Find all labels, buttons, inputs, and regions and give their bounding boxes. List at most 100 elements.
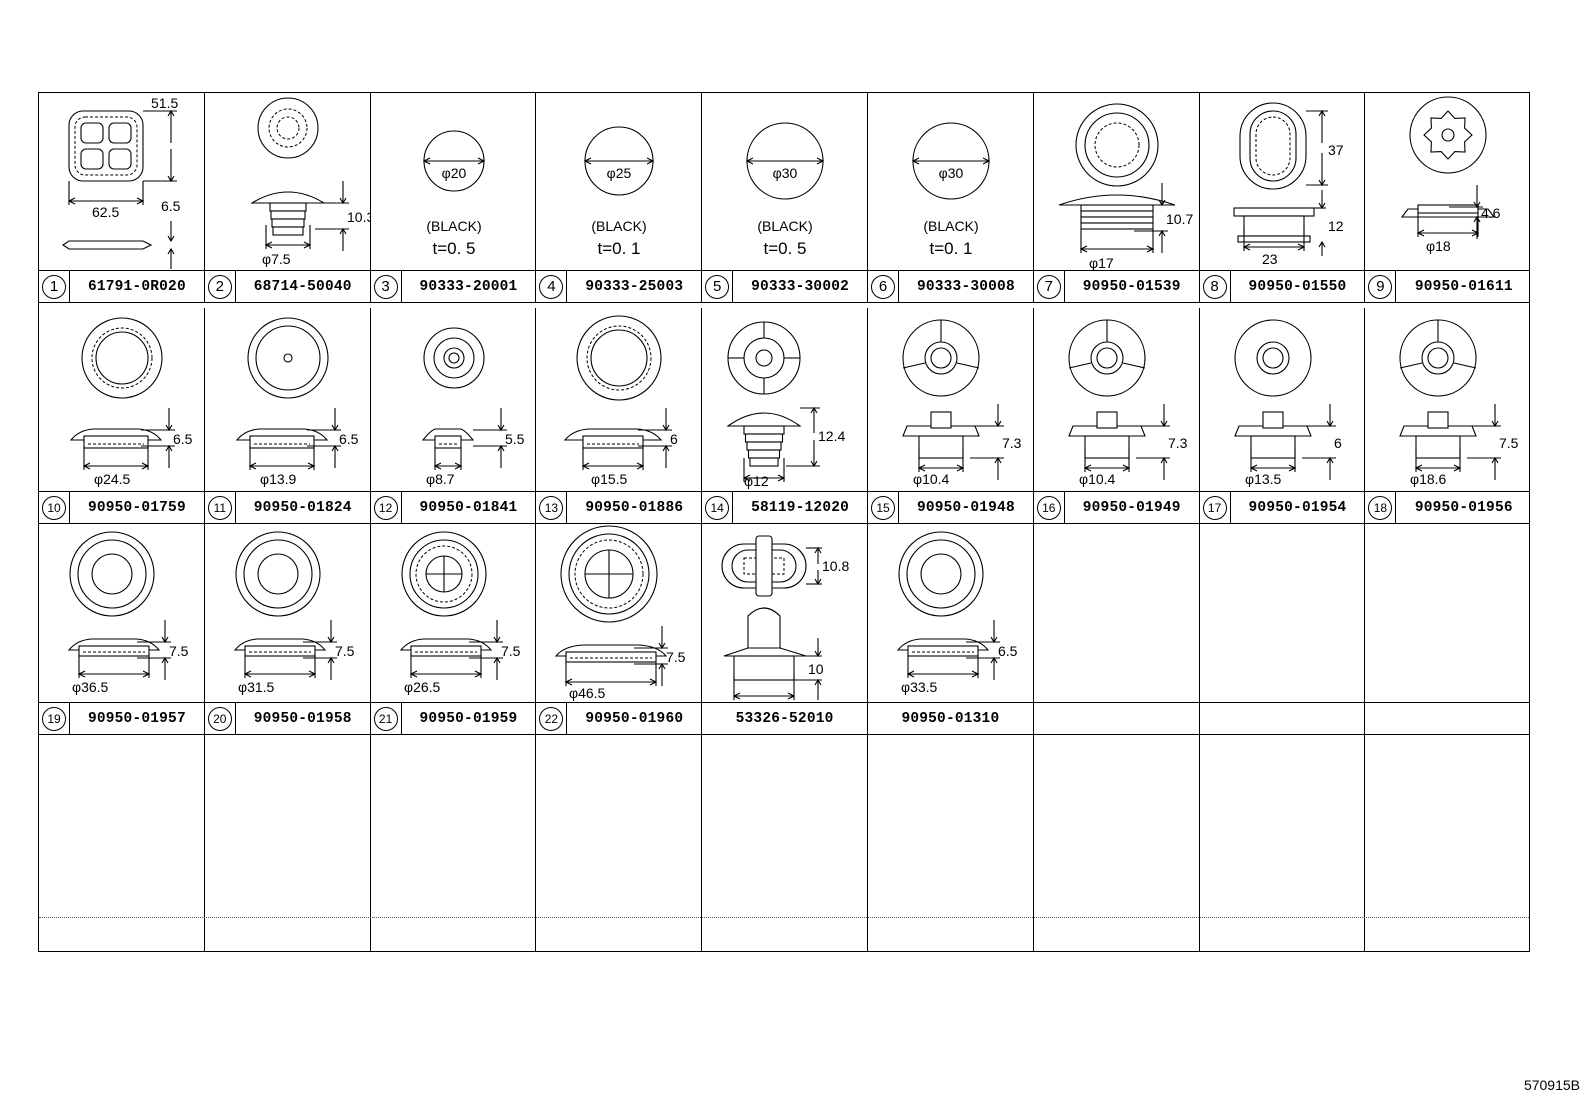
height-label: 7.5: [666, 649, 686, 665]
grommet-top-view: [902, 319, 980, 397]
dimension-label: φ31.5: [238, 679, 275, 695]
thickness-note: t=0. 5: [764, 239, 807, 258]
callout-number: 8: [1202, 274, 1227, 299]
side-profile: [421, 428, 474, 449]
callout-number: 18: [1368, 495, 1393, 520]
dimension-label: φ26.5: [404, 679, 441, 695]
grommet-top-view: [1399, 319, 1477, 397]
empty-cell: [1200, 735, 1366, 951]
part-number: 90950-01550: [1248, 278, 1347, 295]
side-profile: [67, 638, 161, 657]
callout-separator: [732, 271, 734, 302]
dimension-label: 23: [1262, 251, 1278, 267]
color-note: (BLACK): [923, 218, 978, 234]
dimension-label: φ18: [1426, 238, 1451, 254]
color-note: (BLACK): [758, 218, 813, 234]
grommet-top-view: [1234, 319, 1312, 397]
ring-grommet-top-view: [898, 531, 984, 617]
diameter-label: φ30: [939, 165, 964, 181]
side-profile: [233, 638, 326, 657]
callout-number: 15: [871, 495, 895, 520]
callout-number: 19: [42, 706, 66, 731]
empty-cell: [536, 735, 703, 951]
ring-grommet-top-view: [69, 531, 155, 617]
callout-separator: [69, 492, 70, 523]
part-number: 90950-01310: [901, 710, 1000, 727]
dimension-label: φ8.7: [426, 471, 455, 487]
dimension-label: φ15.5: [591, 471, 628, 487]
grommet-top-view: [423, 327, 485, 389]
dimension-label: 9: [758, 701, 766, 702]
part-number: 90333-25003: [585, 278, 684, 295]
dimension-label: φ7.5: [262, 251, 291, 267]
callout-separator: [234, 492, 236, 523]
callout-separator: [566, 271, 568, 302]
dimension-label: φ13.5: [1245, 471, 1282, 487]
callout-number: 1: [42, 274, 66, 299]
part-number: 90333-30002: [751, 278, 850, 295]
part-drawing: 10.3φ7.5: [249, 97, 371, 267]
gear-grommet-top-view: [1409, 96, 1487, 174]
part-drawing: 7.5 φ36.5: [67, 531, 189, 695]
callout-number: 20: [207, 706, 232, 731]
callout-separator: [1229, 271, 1231, 302]
callout-number: 5: [705, 274, 730, 299]
plug-top-view: [257, 97, 319, 159]
callout-separator: [1063, 271, 1065, 302]
height-label: 6.5: [998, 643, 1018, 659]
height-label: 7.5: [169, 643, 189, 659]
cap-top-view: [727, 321, 801, 395]
empty-cell: [371, 735, 537, 951]
drawing-row: 7.5φ36.57.5φ31.57.5φ26.57.5φ46.510.81096…: [39, 524, 1529, 702]
ring-grommet-top-view: [560, 525, 658, 623]
dimension-label: φ36.5: [72, 679, 109, 695]
oval-grommet-top-view: [1239, 102, 1307, 190]
part-number: 90950-01539: [1082, 278, 1181, 295]
empty-cell: [1365, 735, 1531, 951]
part-number: 58119-12020: [751, 499, 850, 516]
callout-separator: [732, 492, 734, 523]
part-number: 90950-01611: [1414, 278, 1513, 295]
part-number: 61791-0R020: [87, 278, 186, 295]
callout-separator: [400, 492, 402, 523]
callout-number: 21: [373, 706, 398, 731]
height-label: 6: [670, 431, 678, 447]
clip-top-view: [721, 535, 807, 597]
callout-number: 2: [207, 274, 232, 299]
height-label: 7.5: [1499, 435, 1519, 451]
part-number: 90950-01954: [1248, 499, 1347, 516]
part-drawing: [1200, 524, 1366, 702]
grommet-top-view: [576, 315, 662, 401]
callout-number: 11: [207, 495, 232, 520]
callout-number: 3: [373, 274, 398, 299]
height-label: 7.5: [501, 643, 521, 659]
empty-cell: [1034, 735, 1200, 951]
part-number: 90333-20001: [419, 278, 518, 295]
height-label: 6.5: [339, 431, 359, 447]
part-drawing: [1034, 524, 1200, 702]
empty-cell: [702, 735, 868, 951]
dimension-label: φ18.6: [1410, 471, 1447, 487]
part-drawing-cell: 10.8109: [702, 524, 868, 702]
callout-separator: [898, 271, 899, 302]
grommet-top-view: [247, 317, 329, 399]
